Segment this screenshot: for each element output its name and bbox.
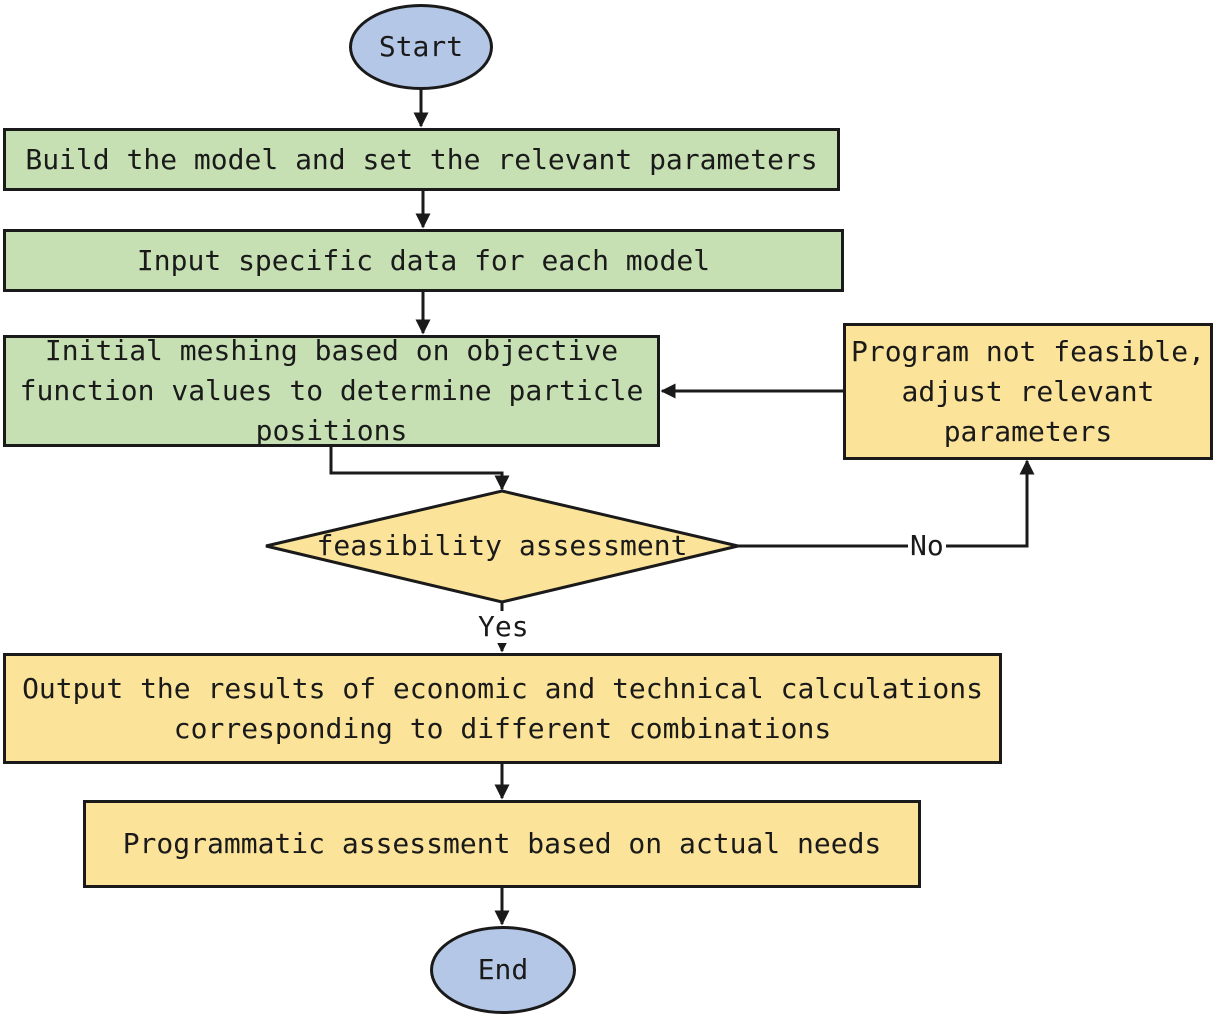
- output-results-box: Output the results of economic and techn…: [3, 653, 1002, 764]
- yes-edge-label: Yes: [476, 610, 531, 643]
- end-label: End: [477, 953, 529, 986]
- decision-label: feasibility assessment: [316, 529, 688, 562]
- adjust-parameters-box: Program not feasible, adjust relevant pa…: [843, 323, 1213, 460]
- programmatic-assessment-label: Programmatic assessment based on actual …: [122, 827, 882, 860]
- decision-diamond: [265, 489, 739, 604]
- input-data-box: Input specific data for each model: [3, 229, 844, 292]
- input-data-label: Input specific data for each model: [136, 243, 711, 277]
- output-results-label: Output the results of economic and techn…: [22, 671, 983, 745]
- start-oval: Start: [349, 4, 493, 90]
- edge-meshing-to-decision: [329, 446, 510, 491]
- programmatic-assessment-box: Programmatic assessment based on actual …: [83, 800, 921, 888]
- initial-meshing-box: Initial meshing based on objective funct…: [3, 334, 660, 447]
- no-edge-label: No: [908, 529, 946, 562]
- build-model-label: Build the model and set the relevant par…: [25, 142, 818, 176]
- adjust-parameters-label: Program not feasible, adjust relevant pa…: [850, 334, 1205, 448]
- end-oval: End: [430, 926, 576, 1014]
- decision-text: feasibility assessment: [296, 526, 708, 566]
- initial-meshing-label: Initial meshing based on objective funct…: [19, 334, 644, 447]
- build-model-box: Build the model and set the relevant par…: [3, 128, 840, 191]
- edge-decision-to-adjust: [738, 459, 1035, 548]
- start-label: Start: [378, 30, 464, 63]
